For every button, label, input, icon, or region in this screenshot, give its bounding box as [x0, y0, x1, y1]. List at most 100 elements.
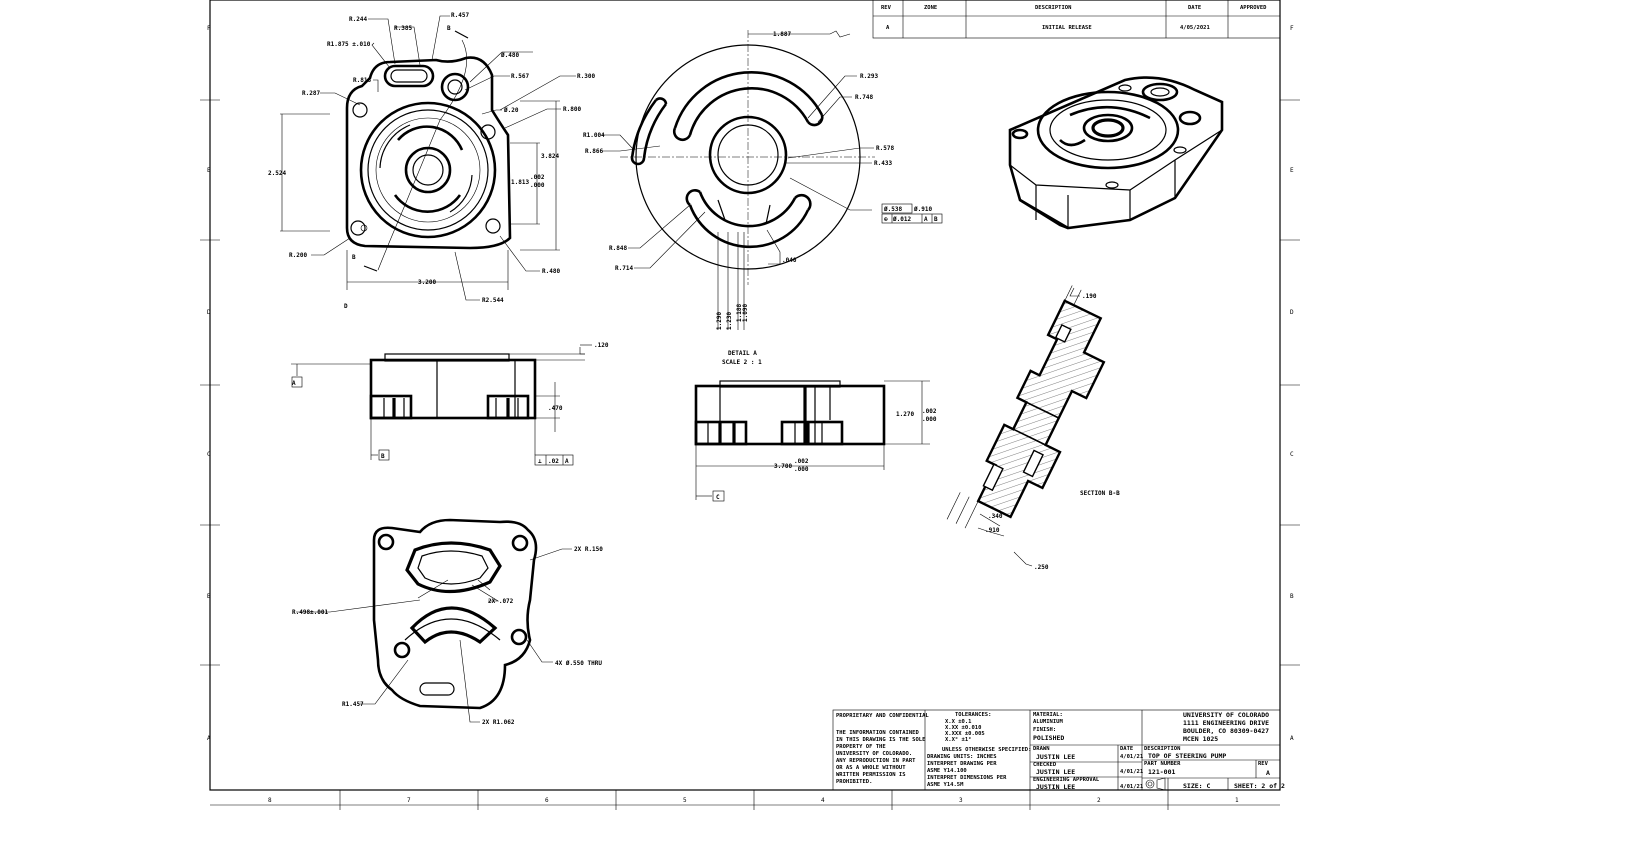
bottom-dim-r150: 2X R.150 [574, 546, 603, 553]
top-dim-r818: R.818 [353, 77, 371, 84]
zone-col-7: 2 [1097, 797, 1101, 804]
top-dim-r300: R.300 [577, 73, 595, 80]
rev-header-zone: ZONE [924, 5, 937, 11]
detail-scale: SCALE 2 : 1 [722, 359, 762, 366]
detail-dim-v2: 1.230 [726, 312, 733, 330]
zone-markers: F E D C B A F E D C B A 8 7 6 5 4 3 2 1 [200, 25, 1300, 810]
front-dim-120: .120 [594, 342, 609, 349]
section-dim-250: .250 [1034, 564, 1049, 571]
front-datum-b: B [381, 453, 385, 460]
tb-prop-line-1: THE INFORMATION CONTAINED [836, 730, 919, 736]
top-dim-tol2: .000 [530, 182, 545, 189]
detail-dim-r866: R.866 [585, 148, 603, 155]
tb-rev-label: REV [1258, 761, 1269, 767]
tb-tol-title: TOLERANCES: [955, 712, 991, 718]
tb-org-2: 1111 ENGINEERING DRIVE [1183, 719, 1269, 727]
detail-dim-r748: R.748 [855, 94, 873, 101]
tb-finish: POLISHED [1033, 734, 1064, 742]
side-dim-wtol2: .000 [794, 466, 809, 473]
detail-fcf-1a: Ø.538 [883, 206, 902, 213]
tb-org-1: UNIVERSITY OF COLORADO [1183, 711, 1269, 719]
side-view: 1.270 .002 .000 3.700 .002 .000 C [694, 380, 937, 502]
zone-row-right-1: F [1290, 25, 1294, 32]
tb-part: 121-001 [1148, 768, 1175, 776]
zone-col-1: 8 [268, 797, 272, 804]
rev-header-approved: APPROVED [1240, 5, 1267, 11]
tb-tol-2: X.XX ±0.010 [945, 725, 981, 731]
detail-dim-r578: R.578 [876, 145, 894, 152]
top-dim-h3824: 3.824 [541, 153, 559, 160]
top-view: R.244 R.385 R.457 B R1.875 ±.010 Ø.480 R… [268, 12, 595, 310]
zone-row-left-5: B [207, 593, 211, 600]
tb-approved-date: 4/01/21 [1120, 784, 1144, 790]
zone-row-left-2: E [207, 167, 211, 174]
tb-drawn: JUSTIN LEE [1036, 753, 1075, 761]
zone-col-5: 4 [821, 797, 825, 804]
bottom-dim-r1062: 2X R1.062 [482, 719, 515, 726]
detail-dim-v1: 1.290 [716, 312, 723, 330]
detail-fcf-2a: Ø.012 [892, 216, 911, 223]
section-dim-190: .190 [1082, 293, 1097, 300]
top-section-b: B [447, 25, 451, 32]
detail-a-view: 1.887 R.293 R.748 R1.004 R.866 R.578 R.4… [583, 30, 943, 366]
tb-prop-line-3: PROPERTY OF THE [836, 744, 886, 750]
tb-material: ALUMINIUM [1033, 719, 1063, 725]
top-dim-dia20: Ø.20 [503, 107, 519, 114]
front-fcf-ref: A [565, 458, 569, 465]
tb-units-5: ASME Y14.5M [927, 782, 964, 788]
tb-approved-label: ENGINEERING APPROVAL [1033, 777, 1100, 783]
zone-row-right-4: C [1290, 451, 1294, 458]
rev-header-date: DATE [1188, 5, 1201, 11]
tb-org-4: MCEN 1025 [1183, 735, 1218, 743]
top-dim-w3200: 3.200 [418, 279, 436, 286]
front-datum-a: A [292, 380, 296, 387]
zone-col-6: 3 [959, 797, 963, 804]
top-dim-r567: R.567 [511, 73, 529, 80]
side-dim-tol2: .000 [922, 416, 937, 423]
top-dim-r2544: R2.544 [482, 297, 504, 304]
bottom-dim-r498: R.498±.001 [292, 609, 329, 616]
section-dim-910: .910 [985, 527, 1000, 534]
tb-rev: A [1266, 769, 1270, 777]
rev-header-rev: REV [881, 5, 892, 11]
tb-units-3: ASME Y14.100 [927, 768, 967, 774]
zone-row-left-4: C [207, 451, 211, 458]
tb-checked: JUSTIN LEE [1036, 768, 1075, 776]
side-dim-tol1: .002 [922, 408, 937, 415]
tb-finish-label: FINISH: [1033, 727, 1056, 733]
tb-prop-title: PROPRIETARY AND CONFIDENTIAL [836, 713, 929, 719]
rev-row-description: INITIAL RELEASE [1042, 25, 1092, 31]
detail-dim-r714: R.714 [615, 265, 633, 272]
tb-org-3: BOULDER, CO 80309-0427 [1183, 727, 1269, 735]
side-dim-1270: 1.270 [896, 411, 914, 418]
tb-desc-label: DESCRIPTION [1144, 746, 1180, 752]
section-label: SECTION B-B [1080, 490, 1120, 497]
zone-col-4: 5 [683, 797, 687, 804]
tb-part-label: PART NUMBER [1144, 761, 1181, 767]
top-dim-r287: R.287 [302, 90, 320, 97]
isometric-view [1008, 76, 1224, 230]
tb-approved: JUSTIN LEE [1036, 783, 1075, 791]
zone-col-8: 1 [1235, 797, 1239, 804]
zone-row-left-3: D [207, 309, 211, 316]
zone-row-right-6: A [1290, 735, 1294, 742]
top-dim-d1813: 1.813 [511, 179, 529, 186]
tb-tol-1: X.X ±0.1 [945, 719, 972, 725]
detail-dim-r1004: R1.004 [583, 132, 605, 139]
bottom-dim-r1457: R1.457 [342, 701, 364, 708]
detail-fcf-2b: A [924, 216, 928, 223]
tb-prop-line-7: WRITTEN PERMISSION IS [836, 772, 906, 778]
tb-sheet: SHEET: 2 of 2 [1234, 782, 1285, 790]
front-view: A .120 .470 B ⊥ .02 A [291, 342, 609, 466]
top-dim-tol1: .002 [530, 174, 545, 181]
tb-material-label: MATERIAL: [1033, 712, 1063, 718]
top-dim-r480: R.480 [542, 268, 560, 275]
revision-block: REV ZONE DESCRIPTION DATE APPROVED A INI… [872, 0, 1281, 39]
tb-units-1: DRAWING UNITS: INCHES [927, 754, 997, 760]
top-dim-r200: R.200 [289, 252, 307, 259]
detail-dim-1887: 1.887 [773, 31, 791, 38]
rev-row-date: 4/05/2021 [1180, 25, 1210, 31]
top-dim-r457: R.457 [451, 12, 469, 19]
side-datum-c: C [716, 494, 720, 501]
